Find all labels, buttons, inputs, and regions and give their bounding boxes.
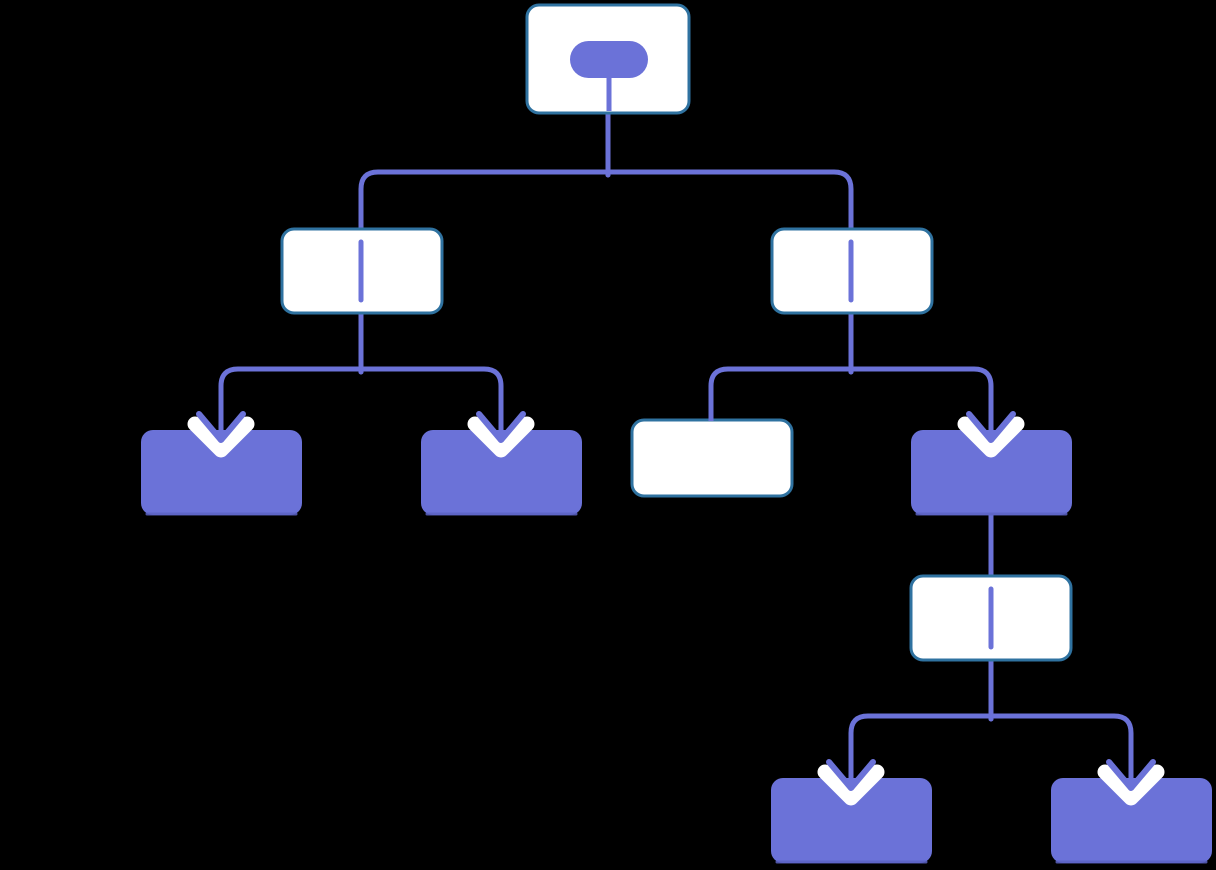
leaf-node-4-arrowhead-white: [1097, 764, 1165, 806]
edge-level2-left-to-leaf2[interactable]: [358, 313, 504, 430]
level4-node[interactable]: [909, 574, 1073, 662]
leaf-node-3[interactable]: [771, 778, 932, 864]
edge-level2-right-to-branch[interactable]: [848, 313, 994, 430]
level2-left-node[interactable]: [280, 227, 444, 315]
leaf-node-1-arrowhead-white: [187, 416, 255, 458]
branch-node-arrowhead-white: [957, 416, 1025, 458]
empty-leaf-node-shape[interactable]: [630, 418, 794, 498]
leaf-node-2-arrowhead-white: [467, 416, 535, 458]
leaf-node-1[interactable]: [141, 430, 302, 516]
edges-layer: [218, 113, 1134, 778]
leaf-node-4-shape[interactable]: [1051, 778, 1212, 863]
leaf-node-2[interactable]: [421, 430, 582, 516]
leaf-node-2-shape[interactable]: [421, 430, 582, 515]
leaf-node-3-shape[interactable]: [771, 778, 932, 863]
edge-root-to-level2-right[interactable]: [605, 113, 854, 229]
leaf-node-1-shape[interactable]: [141, 430, 302, 515]
empty-leaf-node[interactable]: [630, 418, 794, 498]
branch-node[interactable]: [911, 430, 1072, 516]
root-node[interactable]: [525, 3, 691, 115]
nodes-layer: [141, 3, 1212, 864]
branch-node-shape[interactable]: [911, 430, 1072, 515]
leaf-node-3-arrowhead-white: [817, 764, 885, 806]
level2-right-node[interactable]: [770, 227, 934, 315]
arrowheads-layer: [187, 400, 1165, 806]
edge-level4-to-leaf4[interactable]: [988, 660, 1134, 778]
leaf-node-4[interactable]: [1051, 778, 1212, 864]
root-node-pill-marker: [570, 41, 648, 78]
